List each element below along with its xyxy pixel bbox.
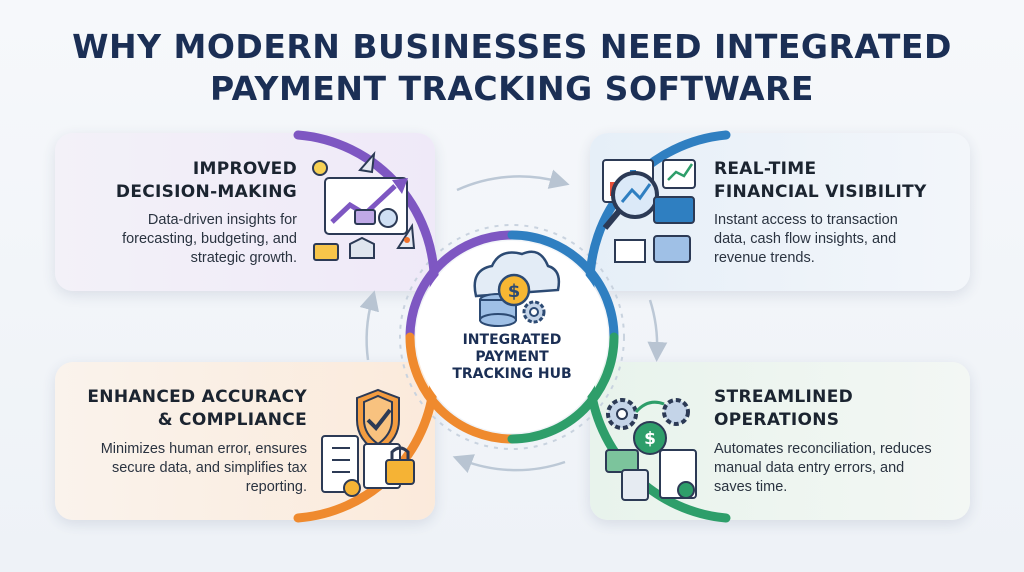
card-description: Instant access to transaction data, cash… [714,211,964,268]
card-title-line: IMPROVED [192,159,297,179]
flow-arrow-bottom [452,454,566,473]
card-title: STREAMLINED OPERATIONS [714,386,964,432]
card-description: Automates reconciliation, reduces manual… [714,440,964,497]
card-desc-line: saves time. [714,479,788,495]
flow-arrow-left [359,290,379,361]
card-title-line: OPERATIONS [714,410,840,430]
card-title-line: & COMPLIANCE [157,410,307,430]
card-desc-line: data, cash flow insights, and [714,231,897,247]
card-desc-line: Minimizes human error, ensures [100,441,307,457]
card-desc-line: Automates reconciliation, reduces [714,441,932,457]
card-description: Minimizes human error, ensures secure da… [65,440,307,497]
card-title-line: ENHANCED ACCURACY [87,387,307,407]
shield-lock-icon [321,388,415,497]
card-desc-line: reporting. [245,479,307,495]
gears-calculator-icon: $ [605,398,697,501]
card-title-line: FINANCIAL VISIBILITY [714,182,927,202]
title-line-2: PAYMENT TRACKING SOFTWARE [210,69,814,108]
hub-circle [416,241,608,433]
title-line-1: WHY MODERN BUSINESSES NEED INTEGRATED [72,27,952,66]
hub-arc-purple [405,230,517,342]
card-title-line: STREAMLINED [714,387,854,407]
card-title: IMPROVED DECISION-MAKING [75,158,297,204]
hub-arc-blue [507,230,619,342]
hub-arc-green [507,332,619,444]
card-desc-line: secure data, and simplifies tax [111,460,307,476]
hub-label-line: PAYMENT [475,349,549,365]
card-title: ENHANCED ACCURACY & COMPLIANCE [65,386,307,432]
card-title-line: REAL-TIME [714,159,817,179]
flow-arrows [359,169,668,473]
card-desc-line: manual data entry errors, and [714,460,905,476]
card-title: REAL-TIME FINANCIAL VISIBILITY [714,158,964,204]
hub-dashed-ring [399,224,625,450]
svg-text:$: $ [644,429,656,449]
flow-arrow-right [647,299,668,362]
cloud-database-dollar-gear-icon: $ [473,250,561,327]
growth-chart-rocket-icon [312,150,416,261]
card-desc-line: Data-driven insights for [147,212,297,228]
page-title: WHY MODERN BUSINESSES NEED INTEGRATED PA… [0,26,1024,110]
card-title-line: DECISION-MAKING [115,182,297,202]
card-description: Data-driven insights for forecasting, bu… [75,211,297,268]
hub-label-line: INTEGRATED [462,332,562,348]
card-desc-line: strategic growth. [190,250,297,266]
card-desc-line: forecasting, budgeting, and [122,231,297,247]
magnifier-chart-icon [602,159,696,263]
card-desc-line: Instant access to transaction [714,212,898,228]
hub-arc-orange [405,332,517,444]
svg-text:$: $ [508,281,521,302]
hub-label-line: TRACKING HUB [452,366,572,382]
flow-arrow-top [456,169,570,192]
hub-label: INTEGRATED PAYMENT TRACKING HUB [432,332,592,383]
card-desc-line: revenue trends. [714,250,815,266]
